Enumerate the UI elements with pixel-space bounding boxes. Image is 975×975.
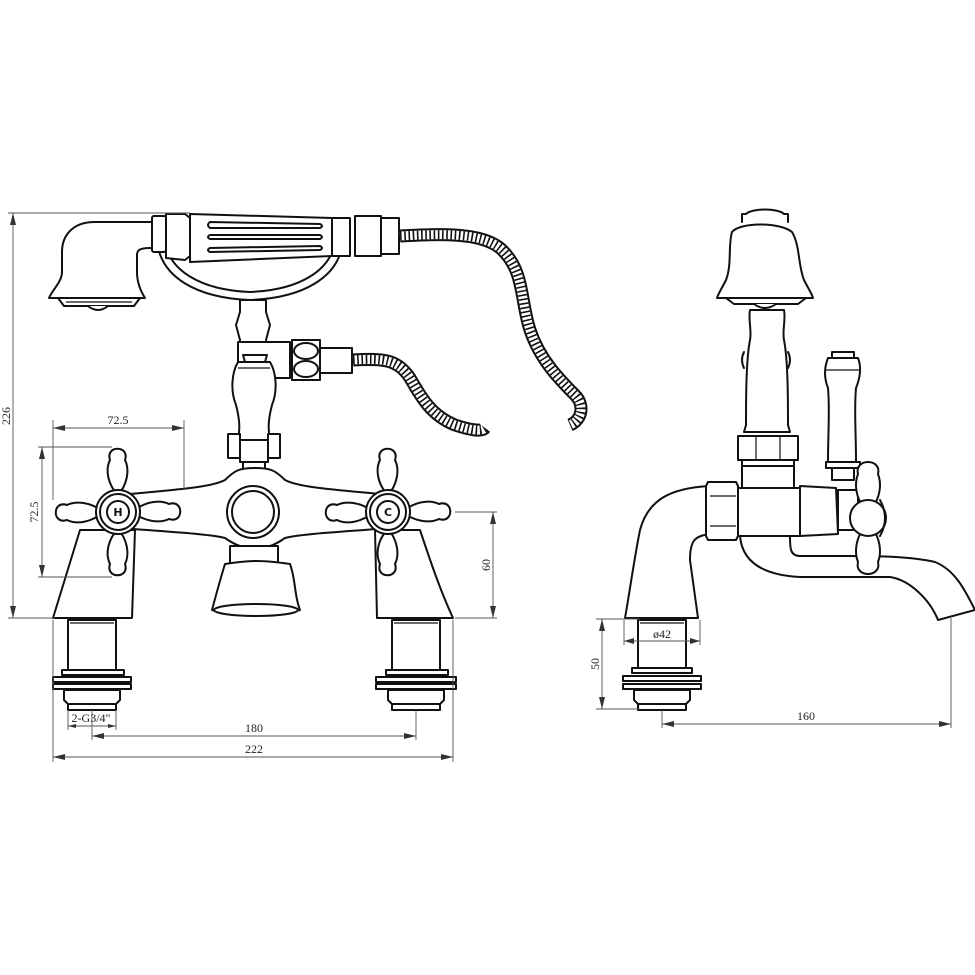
inlet-thread-label: 2-G3/4" bbox=[72, 711, 111, 725]
upper-shower-hose bbox=[399, 228, 588, 431]
dimension-body-height: 60 bbox=[455, 511, 497, 619]
hot-cross-handle: H bbox=[54, 447, 182, 577]
hand-shower-head bbox=[48, 221, 153, 311]
cold-indicator-label: C bbox=[384, 506, 392, 519]
handle-width-label: 72.5 bbox=[108, 413, 129, 427]
side-view: ø42 50 160 bbox=[588, 208, 975, 728]
lower-shower-hose bbox=[352, 352, 491, 437]
inlet-centres-label: 180 bbox=[245, 721, 263, 735]
dimension-handle-height: 72.5 bbox=[27, 446, 112, 578]
dimension-handle-width: 72.5 bbox=[52, 413, 185, 500]
side-pillar-leg bbox=[622, 619, 702, 711]
dimension-projection: 160 bbox=[661, 618, 952, 728]
body-height-label: 60 bbox=[479, 559, 493, 571]
dimension-inlet-centres: 180 bbox=[91, 710, 417, 740]
dimension-leg-diameter: ø42 bbox=[623, 620, 701, 645]
projection-label: 160 bbox=[797, 709, 815, 723]
dimension-leg-height: 50 bbox=[588, 618, 640, 710]
leg-height-label: 50 bbox=[588, 658, 602, 670]
front-view: H C bbox=[0, 212, 588, 762]
handle-height-label: 72.5 bbox=[27, 502, 41, 523]
leg-diameter-label: ø42 bbox=[653, 627, 671, 641]
diverter-lever-front bbox=[227, 354, 281, 471]
dimension-overall-width: 222 bbox=[52, 620, 454, 762]
side-hand-shower-head bbox=[716, 208, 814, 491]
overall-height-label: 226 bbox=[0, 407, 13, 425]
shower-handset-grip bbox=[151, 213, 400, 263]
cold-cross-handle: C bbox=[324, 447, 452, 577]
hot-indicator-label: H bbox=[113, 506, 122, 519]
overall-width-label: 222 bbox=[245, 742, 263, 756]
mixer-body bbox=[119, 467, 391, 617]
side-mixer-body bbox=[624, 461, 975, 621]
side-diverter-lever bbox=[824, 351, 862, 481]
dimension-overall-height: 226 bbox=[0, 212, 190, 619]
